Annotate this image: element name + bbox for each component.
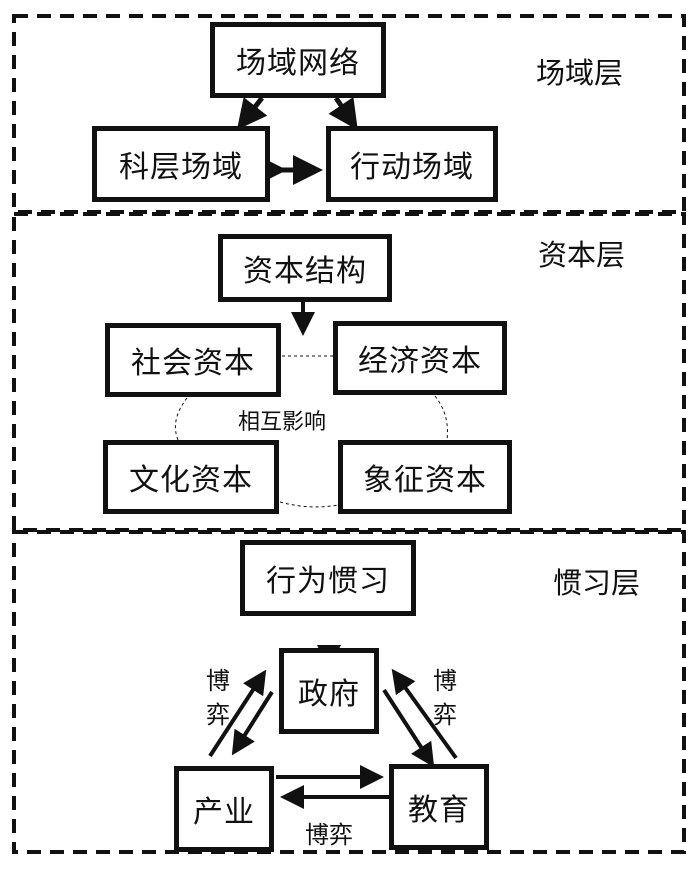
interaction-label: 相互影响 <box>238 410 327 435</box>
arrow-network-to-bureaucratic <box>236 96 268 130</box>
arrow-government-to-education <box>382 688 435 768</box>
node-symbolic-capital: 象征资本 <box>338 440 512 514</box>
layer-label-capital: 资本层 <box>538 238 626 272</box>
layer-label-habitus: 惯习层 <box>553 566 641 600</box>
dotted-economic-symbolic <box>434 395 448 441</box>
arrow-government-to-industry <box>231 690 274 756</box>
node-capital-structure: 资本结构 <box>218 234 392 302</box>
game-label-bottom: 博弈 <box>305 821 353 849</box>
node-industry: 产业 <box>174 766 274 852</box>
node-behavior-habitus: 行为惯习 <box>240 540 416 616</box>
arrow-education-to-government <box>391 668 458 760</box>
node-bureaucratic-field: 科层场域 <box>92 126 270 202</box>
game-label-left: 博弈 <box>206 667 230 729</box>
node-government: 政府 <box>279 648 379 734</box>
node-field-network: 场域网络 <box>210 22 386 98</box>
dotted-cultural-symbolic <box>279 501 339 508</box>
layer-label-field: 场域层 <box>536 56 624 90</box>
habitus-layer-frame <box>12 530 686 854</box>
node-economic-capital: 经济资本 <box>333 321 507 395</box>
node-action-field: 行动场域 <box>326 126 498 202</box>
game-label-right: 博弈 <box>433 667 457 729</box>
node-cultural-capital: 文化资本 <box>103 440 279 514</box>
dotted-social-cultural <box>175 397 188 441</box>
node-education: 教育 <box>389 764 489 850</box>
arrow-network-to-action <box>328 96 358 131</box>
arrow-industry-to-government <box>208 669 267 758</box>
node-social-capital: 社会资本 <box>105 323 281 397</box>
